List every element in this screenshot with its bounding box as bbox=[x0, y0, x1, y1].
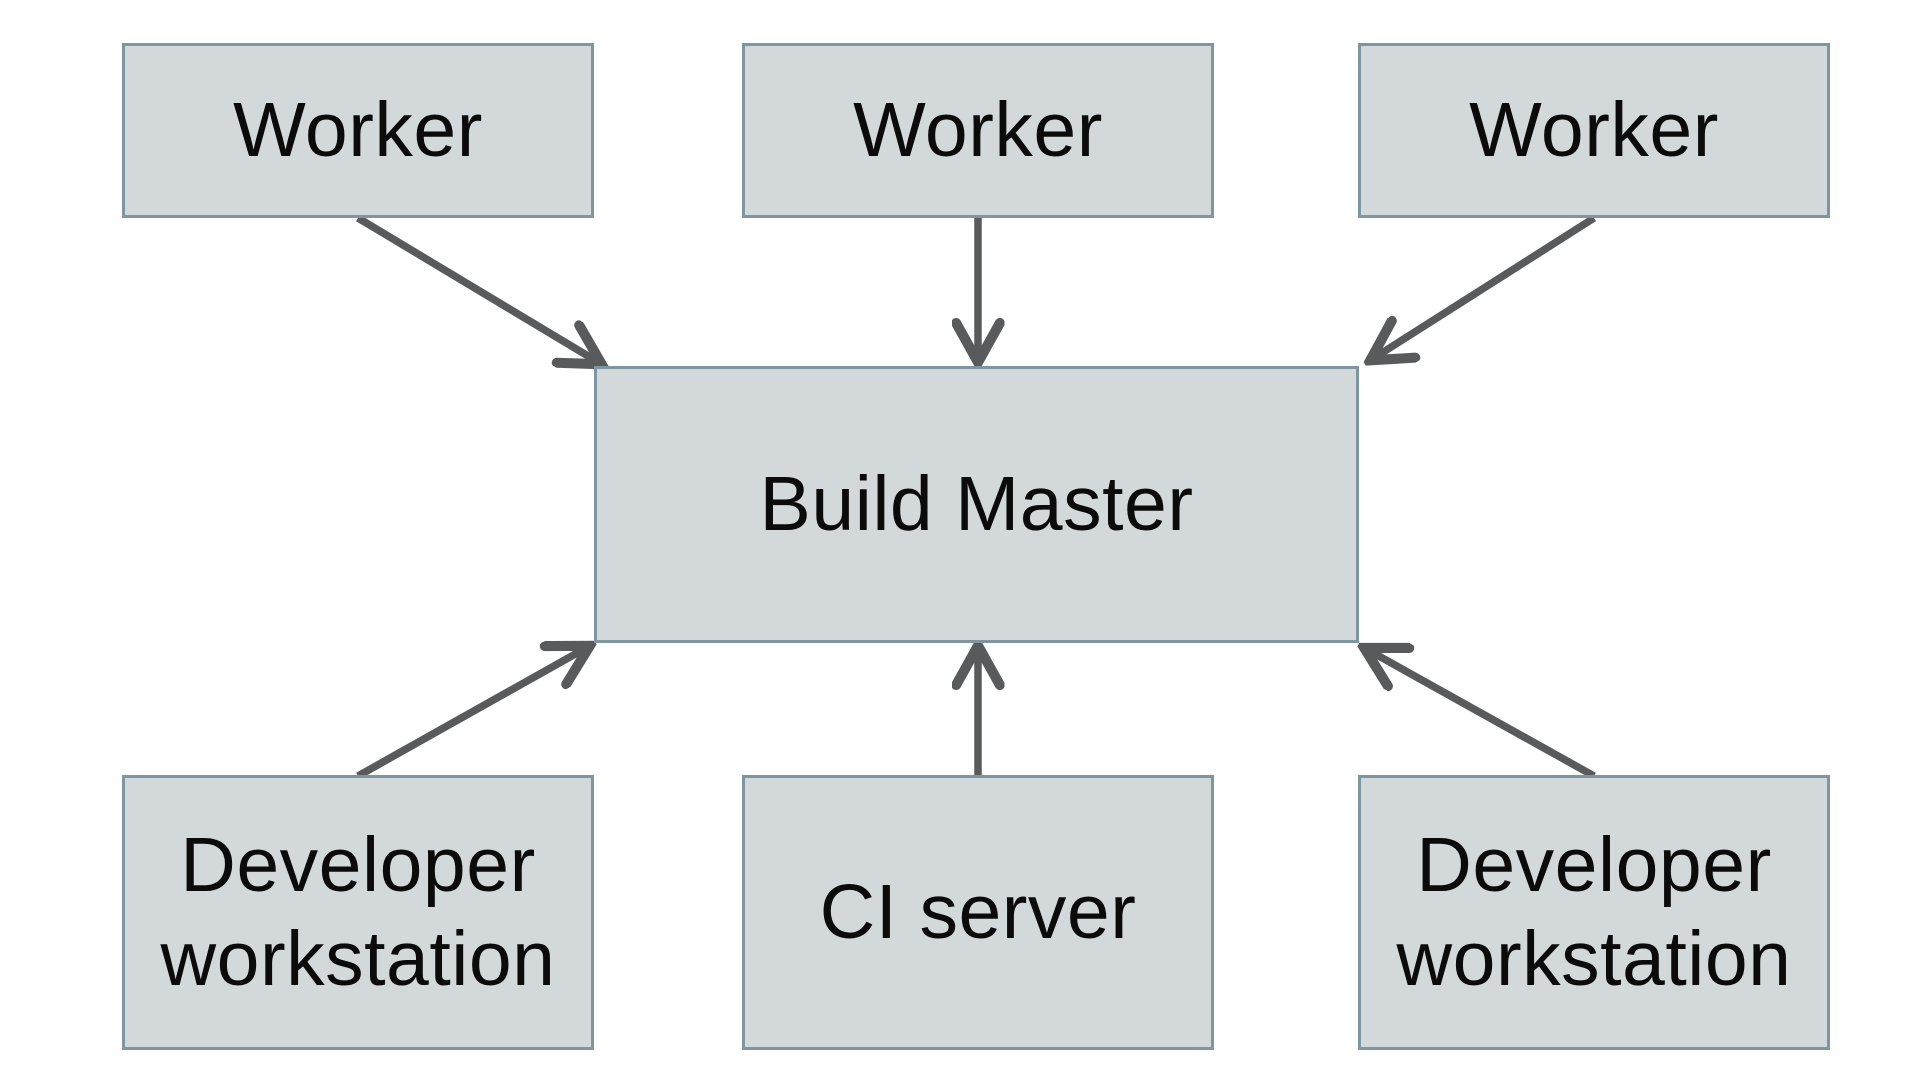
edge-arrow-worker-1-to-build-master bbox=[356, 214, 598, 362]
edge-arrow-worker-3-to-build-master bbox=[1374, 214, 1597, 358]
node-developer-workstation-left: Developer workstation bbox=[122, 775, 594, 1050]
node-ci-server: CI server bbox=[742, 775, 1214, 1050]
node-worker-3: Worker bbox=[1358, 43, 1830, 218]
node-ci-server-label: CI server bbox=[819, 868, 1137, 955]
node-worker-1: Worker bbox=[122, 43, 594, 218]
node-developer-workstation-right: Developer workstation bbox=[1358, 775, 1830, 1050]
edge-arrow-developer-workstation-right-to-build-master bbox=[1368, 650, 1596, 780]
node-worker-3-label: Worker bbox=[1469, 86, 1719, 173]
node-worker-1-label: Worker bbox=[233, 86, 483, 173]
node-build-master-label: Build Master bbox=[759, 460, 1194, 547]
node-developer-workstation-right-label: Developer workstation bbox=[1396, 821, 1792, 1002]
node-developer-workstation-left-label: Developer workstation bbox=[160, 821, 556, 1002]
edge-arrow-developer-workstation-left-to-build-master bbox=[356, 648, 586, 780]
node-worker-2-label: Worker bbox=[853, 86, 1103, 173]
node-worker-2: Worker bbox=[742, 43, 1214, 218]
node-build-master: Build Master bbox=[594, 366, 1359, 643]
